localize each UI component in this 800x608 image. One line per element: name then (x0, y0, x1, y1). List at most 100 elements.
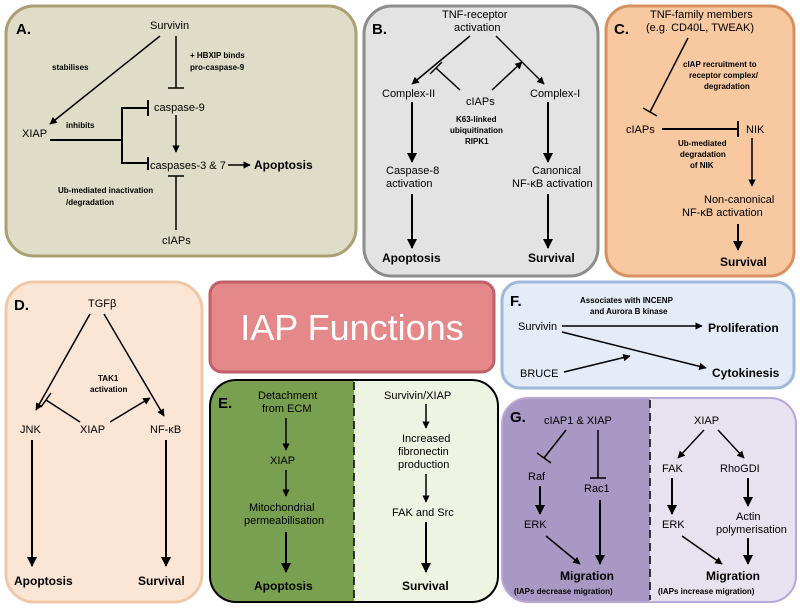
label-tak1-2: activation (90, 385, 127, 394)
node-erk-g: ERK (524, 519, 547, 531)
label-recruit-3: degradation (704, 82, 750, 91)
label-k63-1: K63-linked (456, 115, 497, 124)
node-tnf-family: TNF-family members (650, 9, 753, 21)
node-tnf-family-examples: (e.g. CD40L, TWEAK) (646, 22, 754, 34)
label-ub-c-3: of NIK (690, 161, 714, 170)
panel-f-box (500, 280, 796, 390)
node-complex-i: Complex-I (530, 88, 580, 100)
label-decrease: (IAPs decrease migration) (514, 587, 613, 596)
label-tak1-1: TAK1 (98, 374, 119, 383)
label-ub-c-1: Ub-mediated (678, 139, 727, 148)
panel-b: B. TNF-receptor activation Complex-II cI… (362, 4, 600, 278)
node-bruce: BRUCE (520, 368, 559, 380)
panel-e-box (209, 379, 499, 603)
node-non-canonical: Non-canonical (704, 194, 774, 206)
node-xiap-e: XIAP (270, 455, 295, 467)
node-fibronectin: fibronectin (398, 446, 449, 458)
node-fak-src: FAK and Src (392, 507, 454, 519)
outcome-survival-e: Survival (402, 579, 449, 593)
label-ub-1: Ub-mediated inactivation (58, 186, 153, 195)
label-assoc-2: and Aurora B kinase (590, 307, 668, 316)
label-ub-c-2: degradation (680, 150, 726, 159)
node-polymerisation: polymerisation (716, 524, 787, 536)
panel-a-letter: A. (16, 21, 31, 38)
node-xiap-g: XIAP (694, 415, 719, 427)
outcome-apoptosis-d: Apoptosis (14, 574, 73, 588)
outcome-apoptosis-e: Apoptosis (254, 579, 313, 593)
label-hbxip-2: pro-caspase-9 (190, 63, 245, 72)
label-ub-2: /degradation (66, 198, 114, 207)
node-erk-g2: ERK (662, 519, 685, 531)
node-ciaps-b: cIAPs (466, 96, 495, 108)
label-hbxip-1: + HBXIP binds (190, 51, 245, 60)
node-caspases-3-7: caspases-3 & 7 (150, 160, 226, 172)
node-complex-ii: Complex-II (382, 88, 435, 100)
label-stabilises: stabilises (52, 63, 89, 72)
node-caspase-8: Caspase-8 (386, 165, 439, 177)
panel-g: G. cIAP1 & XIAP Raf Rac1 ERK Migration (… (501, 397, 797, 603)
node-actin: Actin (736, 511, 760, 523)
node-non-canonical-nfkb: NF-κB activation (682, 207, 763, 219)
panel-a: A. Survivin stabilises + HBXIP binds pro… (4, 4, 358, 258)
node-nik: NIK (746, 124, 765, 136)
node-fak-g: FAK (662, 463, 683, 475)
node-survivin: Survivin (150, 20, 189, 32)
panel-b-box (362, 4, 600, 278)
panel-f: F. Survivin Associates with INCENP and A… (500, 280, 796, 390)
node-ciaps-c: cIAPs (626, 124, 655, 136)
outcome-proliferation: Proliferation (708, 321, 779, 335)
node-tnf-receptor: TNF-receptor (442, 9, 508, 21)
node-xiap-d: XIAP (80, 424, 105, 436)
node-ciaps-a: cIAPs (162, 235, 191, 247)
panel-d-letter: D. (14, 297, 29, 314)
panel-b-letter: B. (372, 21, 387, 38)
outcome-survival-c: Survival (720, 255, 767, 269)
panel-d: D. TGFβ TAK1 activation JNK XIAP NF-κB A… (4, 280, 204, 604)
outcome-survival-b: Survival (528, 251, 575, 265)
node-rhogdi: RhoGDI (720, 463, 760, 475)
outcome-migration-g2: Migration (706, 569, 760, 583)
node-caspase-8-activation: activation (386, 178, 432, 190)
node-canonical-nfkb: NF-κB activation (512, 178, 593, 190)
panel-g-box (501, 397, 797, 603)
panel-c: C. TNF-family members (e.g. CD40L, TWEAK… (604, 4, 796, 278)
node-jnk: JNK (20, 424, 41, 436)
label-inhibits: inhibits (66, 121, 95, 130)
label-recruit-2: receptor complex/ (689, 71, 759, 80)
node-detachment: Detachment (258, 390, 317, 402)
outcome-survival-d: Survival (138, 574, 185, 588)
panel-a-box (4, 4, 358, 258)
node-increased: Increased (402, 433, 450, 445)
title-box (208, 280, 496, 374)
panel-c-box (604, 4, 796, 278)
outcome-migration-g1: Migration (560, 569, 614, 583)
label-increase: (IAPs increase migration) (658, 587, 755, 596)
label-assoc-1: Associates with INCENP (580, 296, 674, 305)
title: IAP Functions (240, 307, 463, 348)
panel-g-letter: G. (510, 409, 526, 426)
node-mitochondrial: Mitochondrial (249, 502, 314, 514)
label-k63-3: RIPK1 (465, 137, 489, 146)
panel-d-box (4, 280, 204, 604)
outcome-apoptosis-b: Apoptosis (382, 251, 441, 265)
node-ciap1-xiap: cIAP1 & XIAP (544, 415, 612, 427)
outcome-cytokinesis: Cytokinesis (712, 366, 780, 380)
label-recruit-1: cIAP recruitment to (683, 60, 757, 69)
node-raf: Raf (528, 471, 546, 483)
panel-c-letter: C. (614, 21, 629, 38)
node-survivin-xiap: Survivin/XIAP (384, 390, 451, 402)
node-production: production (398, 459, 449, 471)
node-from-ecm: from ECM (262, 403, 312, 415)
panel-e: E. Detachment from ECM XIAP Mitochondria… (209, 379, 499, 603)
node-caspase-9: caspase-9 (154, 102, 205, 114)
node-tnf-activation: activation (454, 22, 500, 34)
node-permeabilisation: permeabilisation (244, 515, 324, 527)
node-xiap: XIAP (22, 128, 47, 140)
title-block: IAP Functions (208, 280, 496, 374)
node-nfkb-d: NF-κB (150, 424, 181, 436)
node-rac1: Rac1 (584, 483, 610, 495)
label-k63-2: ubiquitination (450, 126, 503, 135)
node-tgfb: TGFβ (88, 298, 116, 310)
node-canonical: Canonical (532, 165, 581, 177)
